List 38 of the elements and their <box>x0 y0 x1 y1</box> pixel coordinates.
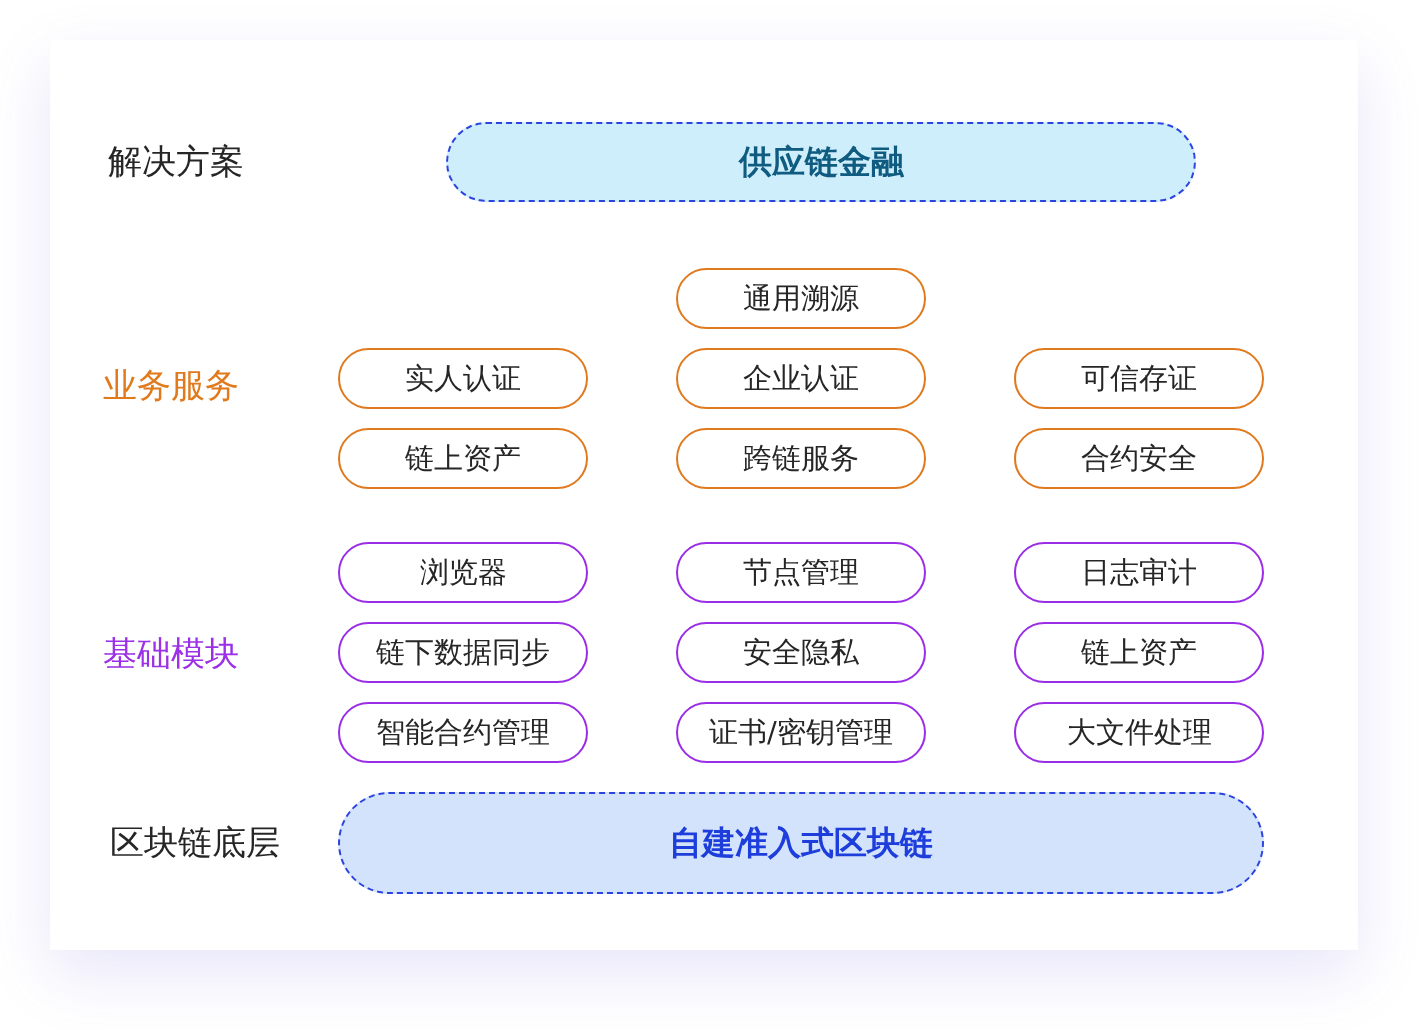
row-label: 基础模块 <box>103 632 239 674</box>
solution-title: 供应链金融 <box>738 142 904 182</box>
service-name: 企业认证 <box>743 361 859 396</box>
module-pill <box>338 622 588 683</box>
module-name: 节点管理 <box>743 555 859 590</box>
service-pill <box>1014 428 1264 489</box>
module-pill <box>338 542 588 603</box>
module-name: 大文件处理 <box>1066 715 1212 750</box>
module-pill <box>676 702 926 763</box>
module-name: 智能合约管理 <box>376 715 550 750</box>
module-name: 安全隐私 <box>743 635 859 670</box>
row-label: 区块链底层 <box>110 821 280 863</box>
module-name: 日志审计 <box>1081 555 1197 590</box>
service-name: 跨链服务 <box>743 441 859 476</box>
module-pill <box>1014 702 1264 763</box>
service-name: 链上资产 <box>405 441 521 476</box>
service-pill <box>338 428 588 489</box>
service-pill <box>676 268 926 329</box>
module-pill <box>676 622 926 683</box>
module-pill <box>338 702 588 763</box>
service-pill <box>676 348 926 409</box>
service-pill <box>338 348 588 409</box>
service-pill <box>676 428 926 489</box>
row-label: 解决方案 <box>108 140 244 182</box>
layer-title: 自建准入式区块链 <box>669 823 933 863</box>
module-name: 浏览器 <box>419 555 507 590</box>
service-name: 实人认证 <box>405 361 521 396</box>
module-name: 链下数据同步 <box>376 635 550 670</box>
module-pill <box>676 542 926 603</box>
module-name: 链上资产 <box>1081 635 1197 670</box>
module-pill <box>1014 542 1264 603</box>
module-pill <box>1014 622 1264 683</box>
module-name: 证书/密钥管理 <box>709 715 893 750</box>
row-label: 业务服务 <box>103 364 239 406</box>
service-name: 可信存证 <box>1081 361 1197 396</box>
service-pill <box>1014 348 1264 409</box>
service-name: 通用溯源 <box>743 281 859 316</box>
service-name: 合约安全 <box>1081 441 1197 476</box>
